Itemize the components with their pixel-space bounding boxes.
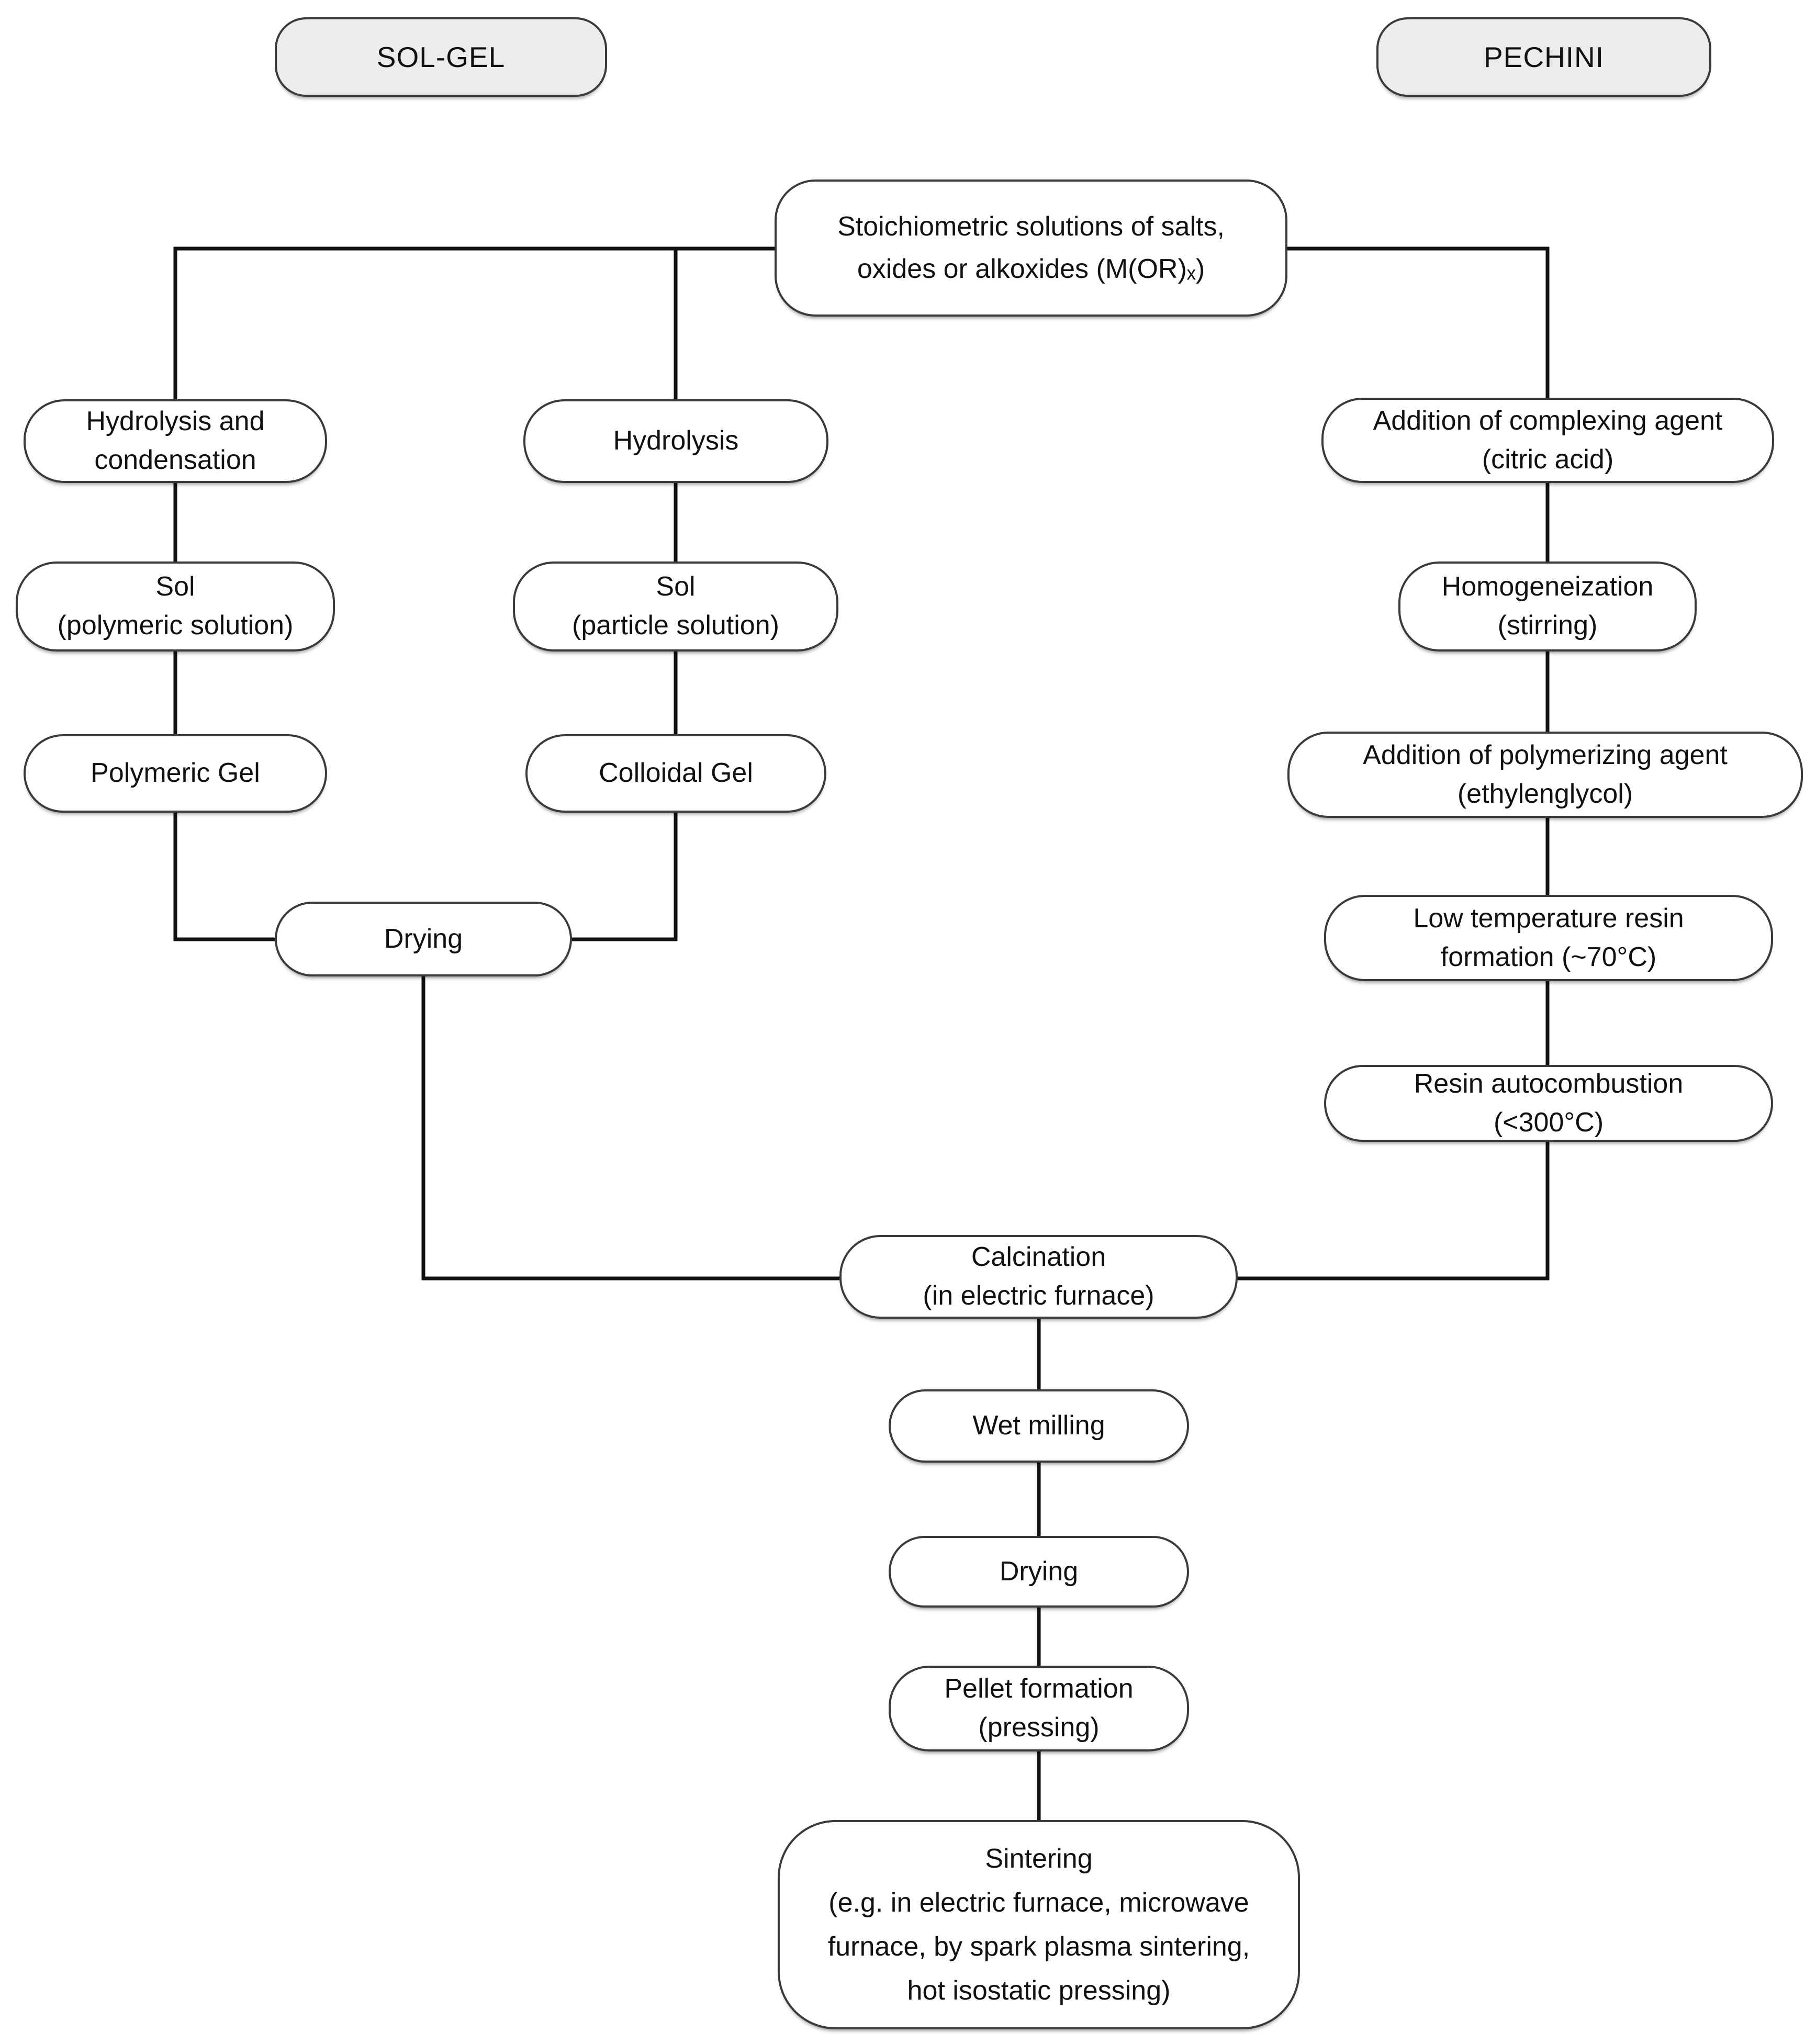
pechini-header-label: PECHINI bbox=[1483, 40, 1605, 73]
node-pechini-header: PECHINI bbox=[1376, 17, 1711, 97]
node-polymeric-gel: Polymeric Gel bbox=[24, 734, 327, 813]
node-addition-complexing-agent: Addition of complexing agent (citric aci… bbox=[1321, 398, 1774, 483]
node-calcination: Calcination (in electric furnace) bbox=[839, 1235, 1238, 1319]
node-resin-autocombustion: Resin autocombustion (<300°C) bbox=[1324, 1065, 1773, 1142]
node-wet-milling: Wet milling bbox=[889, 1389, 1189, 1463]
node-stoichiometric-solutions: Stoichiometric solutions of salts, oxide… bbox=[775, 179, 1287, 317]
node-low-temperature-resin: Low temperature resin formation (~70°C) bbox=[1324, 895, 1773, 981]
node-sol-gel-header: SOL-GEL bbox=[275, 17, 607, 97]
node-sintering: Sintering (e.g. in electric furnace, mic… bbox=[778, 1820, 1300, 2029]
node-colloidal-gel: Colloidal Gel bbox=[525, 734, 826, 813]
sol-gel-header-label: SOL-GEL bbox=[376, 40, 506, 73]
node-sol-particle: Sol (particle solution) bbox=[513, 561, 838, 652]
node-hydrolysis-condensation: Hydrolysis and condensation bbox=[24, 399, 327, 483]
node-pellet-formation: Pellet formation (pressing) bbox=[889, 1666, 1189, 1751]
node-hydrolysis: Hydrolysis bbox=[523, 399, 828, 483]
node-homogeneization: Homogeneization (stirring) bbox=[1398, 561, 1697, 652]
node-drying-solgel: Drying bbox=[275, 902, 572, 976]
node-addition-polymerizing-agent: Addition of polymerizing agent (ethyleng… bbox=[1287, 732, 1803, 818]
node-sol-polymeric: Sol (polymeric solution) bbox=[16, 561, 335, 652]
node-drying-final: Drying bbox=[889, 1536, 1189, 1608]
